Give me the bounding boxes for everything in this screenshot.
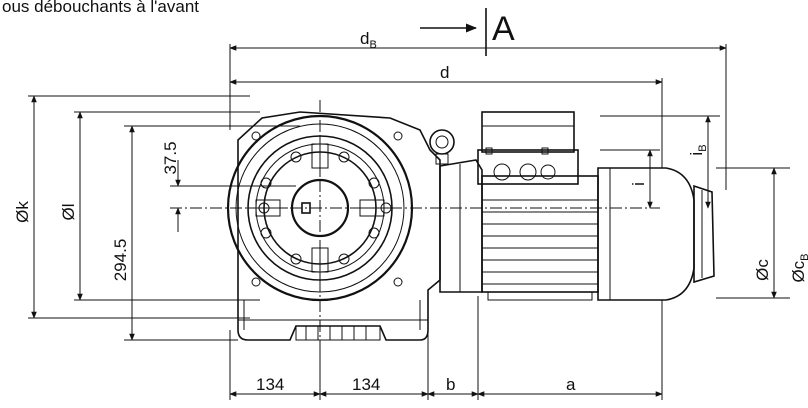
dim-37-5-label: 37.5: [161, 141, 180, 174]
dim-cB-label: ØcB: [789, 253, 808, 282]
dim-dB-label: dB: [360, 29, 377, 51]
gearbox-body: [226, 111, 441, 341]
dim-134-left-label: 134: [256, 375, 284, 394]
dim-134-right-label: 134: [352, 375, 380, 394]
caption-text: ous débouchants à l'avant: [2, 0, 199, 16]
view-direction-label: A: [492, 10, 515, 48]
dim-c-label: Øc: [753, 259, 772, 281]
dim-d-label: d: [440, 63, 449, 82]
dim-a-label: a: [566, 375, 576, 394]
dim-b-label: b: [446, 375, 455, 394]
dim-i-label: i: [629, 182, 648, 186]
electric-motor: [477, 111, 715, 301]
lifting-eye: [429, 129, 455, 165]
dim-k-label: Øk: [13, 201, 32, 223]
dim-l-label: Øl: [59, 204, 78, 221]
dim-294-5-label: 294.5: [111, 239, 130, 282]
flange-bolts: [251, 131, 403, 287]
dim-iB-label: iB: [687, 144, 709, 155]
